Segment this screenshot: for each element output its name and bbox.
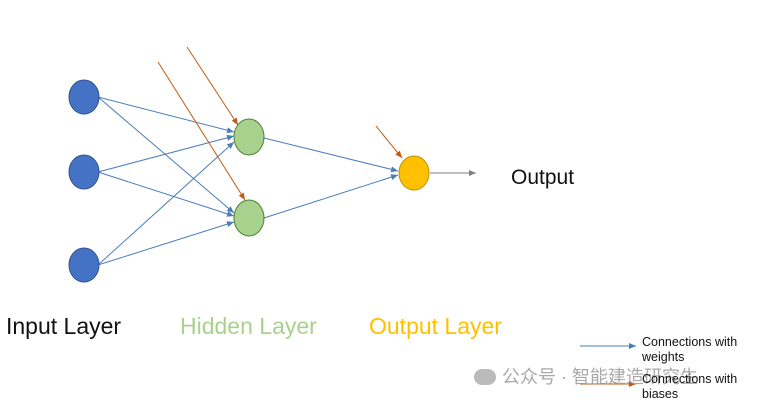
input-nodes [68,79,100,283]
output-label: Output [511,166,575,189]
bias-line-o [375,125,403,159]
weight-line-i1-h2 [97,96,235,214]
weight-line-i1-h1 [97,96,235,134]
bias-connections [157,46,403,201]
watermark: 公众号 · 智能建造研究生 [474,363,698,389]
weight-line-i3-h1 [97,141,235,266]
output-layer-label: Output Layer [369,313,502,339]
legend-biases-label: Connections with biases [642,372,738,401]
input-node-1 [68,79,100,115]
input-node-3 [68,247,100,283]
hidden-node-2 [233,199,265,237]
input-layer-label: Input Layer [6,313,122,339]
watermark-text: 公众号 · 智能建造研究生 [502,367,698,387]
bias-line-h1 [186,46,239,126]
weight-line-h1-o [263,137,399,173]
weight-line-i2-h1 [97,134,235,173]
weight-line-i3-h2 [97,221,235,266]
hidden-layer-label: Hidden Layer [180,313,317,339]
input-node-2 [68,154,100,190]
hidden-node-1 [233,118,265,156]
bias-line-h2 [157,61,246,201]
weight-line-i2-h2 [97,171,235,217]
legend-weights-label: Connections with weights [642,335,738,364]
weight-line-h2-o [263,174,399,219]
wechat-icon [474,369,496,385]
output-node [398,155,430,191]
hidden-nodes [233,118,265,237]
weight-connections [97,96,399,266]
